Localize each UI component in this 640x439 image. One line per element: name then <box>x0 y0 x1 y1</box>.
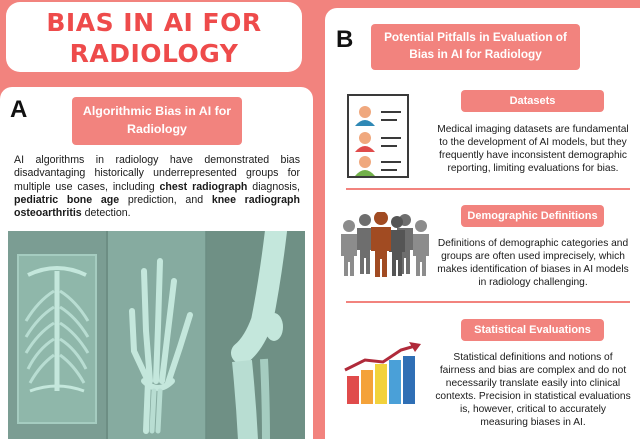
knee-xray-icon <box>207 220 305 439</box>
section-text-statistical: Statistical definitions and notions of f… <box>435 352 631 428</box>
title-line-2: RADIOLOGY <box>69 39 239 68</box>
divider-2 <box>346 301 630 303</box>
panel-a-letter: A <box>10 96 28 123</box>
panel-b-heading: Potential Pitfalls in Evaluation of Bias… <box>371 24 580 70</box>
panel-b-letter: B <box>336 26 354 53</box>
title-box: BIAS IN AI FOR RADIOLOGY <box>6 2 302 72</box>
section-text-demographic: Definitions of demographic categories an… <box>437 238 629 288</box>
body-text-2: diagnosis, <box>247 180 301 193</box>
panel-b-heading-line-2: Bias in AI for Radiology <box>409 47 542 61</box>
people-group-icon <box>337 211 433 283</box>
title-line-1: BIAS IN AI FOR <box>46 8 262 37</box>
divider-1 <box>346 188 630 190</box>
hand-xray-icon <box>108 231 206 439</box>
body-bold-chest: chest radiograph <box>159 180 248 193</box>
panel-b: B Potential Pitfalls in Evaluation of Bi… <box>325 8 640 439</box>
user-list-icon <box>347 94 409 183</box>
panel-a: A Algorithmic Bias in AI for Radiology A… <box>0 87 313 439</box>
section-heading-datasets: Datasets <box>461 90 604 112</box>
panel-a-body: AI algorithms in radiology have demonstr… <box>14 154 300 220</box>
body-text-3: prediction, and <box>119 193 212 206</box>
body-text-1: AI algorithms in radiology have demonstr… <box>14 154 300 193</box>
section-heading-demographic: Demographic Definitions <box>461 205 604 227</box>
body-bold-bone-age: pediatric bone age <box>14 193 120 206</box>
chest-xray-icon <box>8 231 107 439</box>
panel-a-heading-line-1: Algorithmic Bias in AI for <box>82 104 232 118</box>
section-heading-statistical: Statistical Evaluations <box>461 319 604 341</box>
panel-a-heading: Algorithmic Bias in AI for Radiology <box>72 97 242 145</box>
xray-images <box>8 220 305 439</box>
panel-a-heading-line-2: Radiology <box>127 122 187 136</box>
section-text-datasets: Medical imaging datasets are fundamental… <box>437 124 629 174</box>
bar-chart-icon <box>343 340 423 411</box>
body-bold-knee: knee radiograph osteoarthritis <box>14 193 300 220</box>
body-text-4: detection. <box>81 207 131 220</box>
panel-b-heading-line-1: Potential Pitfalls in Evaluation of <box>384 30 567 44</box>
